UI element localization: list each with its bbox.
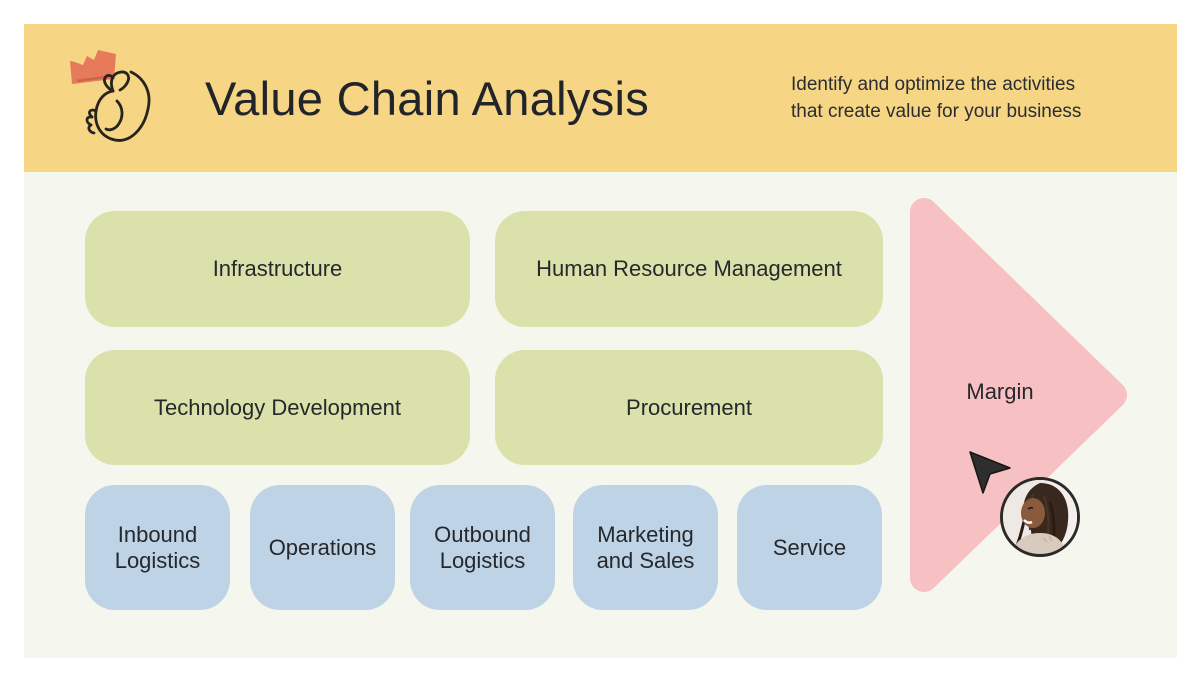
box-label: Human Resource Management — [536, 256, 842, 282]
page-subtitle: Identify and optimize the activities tha… — [791, 24, 1081, 172]
box-label: Procurement — [626, 394, 752, 420]
collaborator-cursor-icon — [969, 451, 1011, 494]
box-label: Operations — [268, 534, 377, 560]
subtitle-line-1: Identify and optimize the activities — [791, 74, 1076, 95]
box-label: Service — [772, 534, 847, 560]
primary-activity-inbound-logistics[interactable]: Inbound Logistics — [85, 485, 230, 610]
box-label: Technology Development — [153, 394, 402, 420]
collaborator-avatar — [1000, 477, 1080, 557]
page-title: Value Chain Analysis — [205, 71, 650, 125]
box-label: Outbound Logistics — [434, 521, 531, 573]
header-band[interactable]: Value Chain Analysis Identify and optimi… — [24, 24, 1177, 172]
margin-label: Margin — [966, 379, 1034, 404]
primary-activity-outbound-logistics[interactable]: Outbound Logistics — [410, 485, 555, 610]
support-activity-human-resource-management[interactable]: Human Resource Management — [495, 211, 883, 327]
primary-activity-service[interactable]: Service — [737, 485, 882, 610]
box-label: Infrastructure — [212, 256, 343, 282]
flick-hand-icon — [70, 50, 151, 142]
subtitle-line-2: that create value for your business — [791, 101, 1082, 122]
box-label: Marketing and Sales — [596, 521, 695, 573]
primary-activity-marketing-and-sales[interactable]: Marketing and Sales — [573, 485, 718, 610]
box-label: Inbound Logistics — [114, 521, 201, 573]
support-activity-infrastructure[interactable]: Infrastructure — [85, 211, 470, 327]
primary-activity-operations[interactable]: Operations — [250, 485, 395, 610]
support-activity-procurement[interactable]: Procurement — [495, 350, 883, 465]
support-activity-technology-development[interactable]: Technology Development — [85, 350, 470, 465]
